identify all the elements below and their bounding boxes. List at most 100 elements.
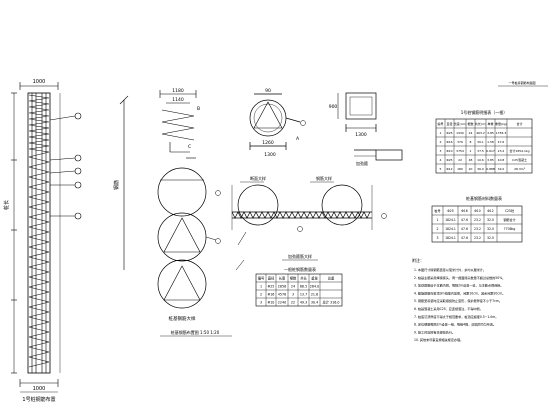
table-cell: 3.85 bbox=[487, 131, 494, 135]
rebar-caption: 加劲箍筋大样 bbox=[288, 253, 312, 259]
table-cell: 2856 bbox=[278, 284, 286, 288]
table-cell: 24 bbox=[469, 131, 473, 135]
table-cell: 1824.1 bbox=[445, 227, 456, 231]
table-cell: 2 bbox=[440, 140, 442, 144]
table-header-cell: 直径 bbox=[446, 121, 452, 126]
table-cell: 36.0 bbox=[477, 167, 484, 171]
note-line: 9. 施工时应按有关规范执行。 bbox=[414, 329, 455, 334]
table-header-cell: 编号 bbox=[437, 121, 443, 126]
pile-side-label: 桩长 bbox=[3, 200, 10, 210]
table-cell: 1 bbox=[440, 131, 442, 135]
dim-1300-b: 1300 bbox=[355, 132, 367, 138]
square-detail bbox=[337, 92, 403, 161]
table-cell: Φ16 bbox=[446, 140, 452, 144]
table-header-cell: 桩号 bbox=[434, 208, 440, 213]
notes-list: 1. 本图尺寸除钢筋直径以毫米计外，余均以厘米计。2. 桩基主筋采用焊接接头，同… bbox=[414, 267, 505, 342]
table-cell: 5 bbox=[440, 167, 442, 171]
circles-caption: 桩基钢筋大样 bbox=[169, 315, 196, 322]
note-line: 5. 钢筋笼吊装时应采取措施防止变形，保护层厚度不小于7cm。 bbox=[414, 298, 502, 303]
table-cell: 21.6 bbox=[311, 292, 318, 296]
note-line: 6. 桩基混凝土采用C25，应连续灌注，不得中断。 bbox=[414, 306, 483, 311]
top-dim-text: 1000 bbox=[33, 79, 46, 85]
table-cell: 30.4 bbox=[311, 300, 318, 304]
table-cell: 24 bbox=[291, 284, 295, 288]
table-cell: 合计1854.1kg bbox=[509, 148, 529, 153]
table-cell: 1930 bbox=[456, 131, 464, 135]
pile-elevation bbox=[11, 82, 76, 393]
table-header-cell: Φ25 bbox=[447, 209, 453, 213]
label-a: A bbox=[296, 136, 300, 142]
table-cell: 463.2 bbox=[476, 131, 485, 135]
table-cell: Φ25 bbox=[446, 131, 452, 135]
table-header-cell: Φ12 bbox=[487, 209, 493, 213]
callout-circle-mid bbox=[215, 238, 221, 244]
bottom-dim-text: 1000 bbox=[33, 386, 46, 392]
table-right1-title: 1号桩钢筋明细表（一根） bbox=[461, 109, 508, 115]
table-cell: 376 bbox=[457, 140, 463, 144]
table-cell: 1 bbox=[470, 149, 472, 153]
table-cell: 10.6 bbox=[477, 158, 484, 162]
table-cell: 32.0 bbox=[487, 227, 494, 231]
table-cell: 3 bbox=[440, 149, 442, 153]
table-cell: 48 bbox=[469, 158, 473, 162]
table-cell: 钢筋合计 bbox=[503, 217, 515, 222]
section-circles bbox=[157, 167, 217, 309]
table-cell: Φ25 bbox=[446, 158, 452, 162]
table-cell: 1 bbox=[260, 284, 262, 288]
note-line: 3. 加劲箍筋设于主筋内侧，每隔2m设置一道，与主筋点焊连接。 bbox=[414, 283, 503, 288]
table-header-cell: 根数 bbox=[467, 121, 473, 126]
table-cell: Φ16 bbox=[268, 292, 275, 296]
pile-callouts bbox=[74, 112, 82, 220]
table-cell: 3 bbox=[292, 292, 294, 296]
table-cell: 23.2 bbox=[474, 218, 481, 222]
table-cell: 264.0 bbox=[310, 284, 319, 288]
table-cell: 40.8 bbox=[498, 158, 505, 162]
table-cell: 47.6 bbox=[461, 227, 468, 231]
note-line: 4. 螺旋箍筋在桩顶3m范围内加密，间距10cm，其余间距20cm。 bbox=[414, 290, 505, 295]
rebar-detail bbox=[231, 181, 373, 271]
table-header-cell: 长度(cm) bbox=[454, 121, 467, 126]
table-cell: Φ10 bbox=[268, 300, 275, 304]
dim-900: 900 bbox=[329, 104, 338, 110]
notes-title: 附注： bbox=[412, 257, 424, 263]
table-cell: 28.3m³ bbox=[514, 167, 526, 171]
cross-section bbox=[249, 93, 301, 150]
table-header-cell: 重量(kg) bbox=[495, 121, 507, 126]
table-header-cell: 总重 bbox=[328, 275, 335, 280]
table-cell: 47.6 bbox=[461, 236, 468, 240]
table-cell: 20 bbox=[469, 167, 473, 171]
label-rebar-2: 钢筋大样 bbox=[316, 175, 332, 181]
label-title-b: 加劲箍 bbox=[356, 160, 368, 166]
table-cell: 47.6 bbox=[461, 218, 468, 222]
table-cell: 0.888 bbox=[486, 167, 495, 171]
dim-1140: 1140 bbox=[172, 97, 184, 103]
table-cell: 3754 bbox=[456, 149, 464, 153]
table-cell: 3 bbox=[260, 300, 262, 304]
table-header-cell: 直径 bbox=[268, 275, 275, 280]
spiral-detail bbox=[159, 90, 197, 159]
table-cell: 23.2 bbox=[474, 236, 481, 240]
dim-1300: 1300 bbox=[264, 152, 276, 158]
table-cell: 68.5 bbox=[300, 284, 307, 288]
circles-subcaption: 桩基钢筋布置图 1:50 1:20 bbox=[171, 329, 220, 335]
note-line: 8. 定位钢筋每隔2m设置一组，每组4根，沿圆周均匀布置。 bbox=[414, 322, 496, 327]
table-cell: 13.7 bbox=[300, 292, 307, 296]
label-rebar-1: 断面大样 bbox=[250, 175, 266, 181]
dim-1180: 1180 bbox=[172, 88, 184, 94]
table-header-cell: 根数 bbox=[290, 275, 297, 280]
dim-1260: 1260 bbox=[262, 140, 274, 146]
table-cell: C25混凝土 bbox=[512, 157, 527, 162]
table-cell: 1.58 bbox=[487, 140, 494, 144]
table-cell: 23.2 bbox=[474, 227, 481, 231]
table-cell: 30.1 bbox=[477, 140, 484, 144]
table-cell: 3 bbox=[437, 236, 439, 240]
table-header-cell: 重量 bbox=[311, 275, 318, 280]
table-cell: 2 bbox=[260, 292, 262, 296]
table-cell: 1 bbox=[437, 218, 439, 222]
table-cell: 47.6 bbox=[498, 140, 505, 144]
dim-90: 90 bbox=[265, 88, 271, 94]
table-cell: 2240 bbox=[278, 300, 286, 304]
